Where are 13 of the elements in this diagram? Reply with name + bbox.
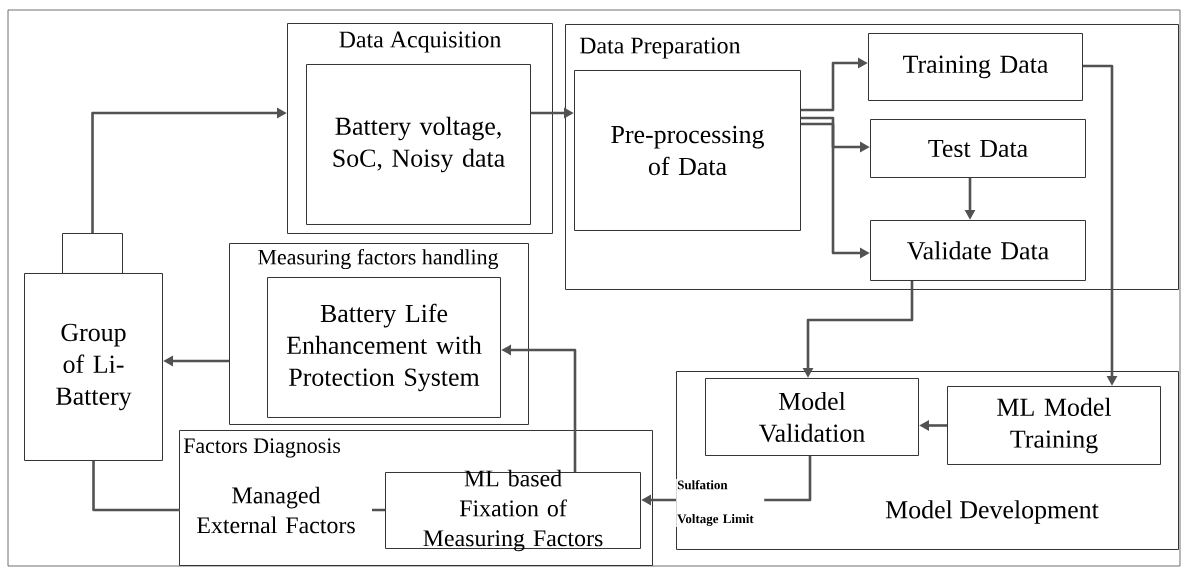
edge-label: Sulfation Voltage Limit	[676, 479, 765, 527]
process-box: ML Model Training	[947, 386, 1161, 465]
battery-terminal	[62, 233, 123, 274]
process-box: Test Data	[870, 119, 1086, 178]
process-box: Pre-processing of Data	[574, 70, 801, 231]
edge-label: Managed External Factors	[180, 485, 372, 535]
process-box: Validate Data	[870, 220, 1086, 281]
battery-box: Group of Li-Battery	[24, 273, 163, 461]
process-box: Model Validation	[705, 378, 919, 456]
process-box: Battery Life Enhancement with Protection System	[267, 277, 501, 418]
process-box: ML based Fixation of Measuring Factors	[385, 469, 641, 552]
process-box: Training Data	[868, 33, 1083, 101]
process-box: Battery voltage, SoC, Noisy data	[306, 64, 531, 225]
